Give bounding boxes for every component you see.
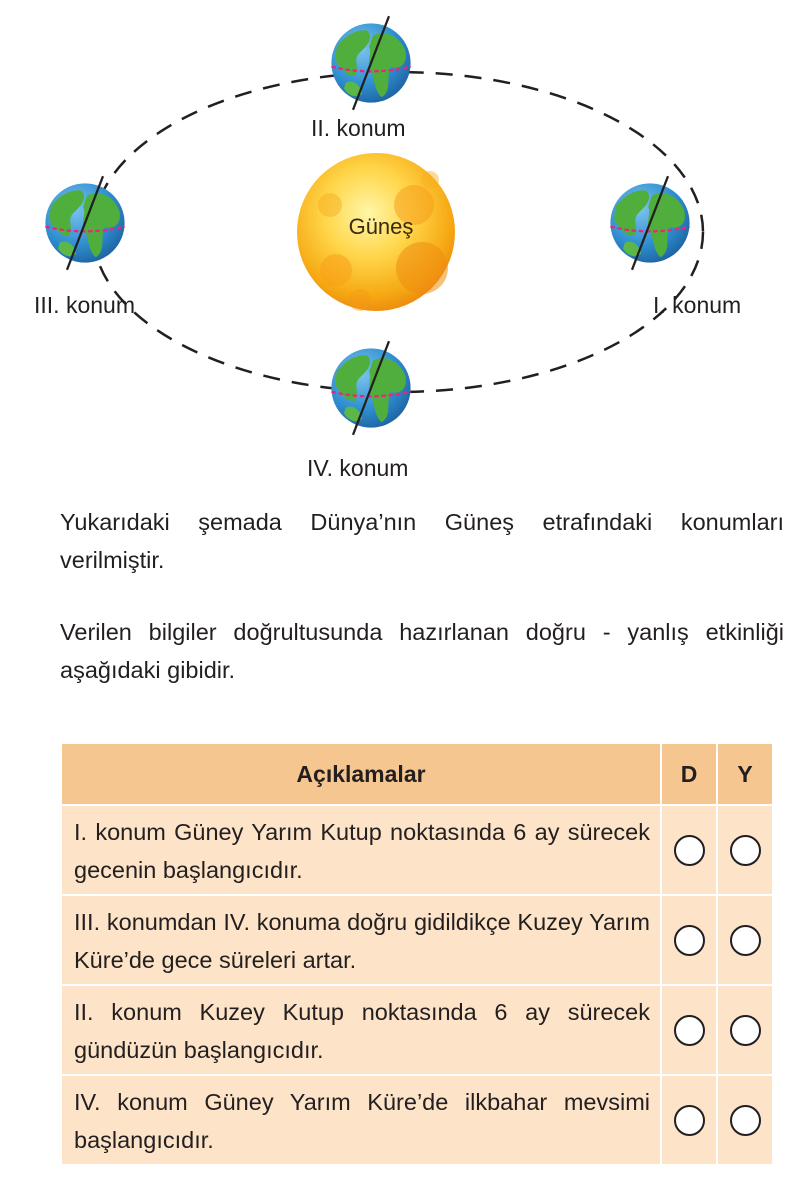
position-3-label: III. konum [34,292,135,318]
table-header-row: Açıklamalar D Y [60,742,774,806]
statement-text: III. konumdan IV. konuma doğru gidildikç… [60,894,662,986]
false-choice-circle[interactable] [729,1014,761,1046]
true-choice-circle[interactable] [673,1014,705,1046]
true-cell [660,1074,718,1166]
sun-label: Güneş [349,214,414,239]
false-cell [716,1074,774,1166]
earth-icon-position-3 [44,175,126,271]
statement-text: I. konum Güney Yarım Kutup noktasında 6 … [60,804,662,896]
earth-icon-position-4 [330,340,412,436]
earth-orbit-diagram: Güneş I. konum II. konum III. konum IV. … [34,15,741,481]
false-choice-circle[interactable] [729,924,761,956]
true-choice-circle[interactable] [673,834,705,866]
true-choice-circle[interactable] [673,1104,705,1136]
intro-paragraph: Yukarıdaki şemada Dünya’nın Güneş etrafı… [60,509,784,573]
true-header: D [660,742,718,806]
false-choice-circle[interactable] [729,834,761,866]
statement-text: II. konum Kuzey Kutup noktasında 6 ay sü… [60,984,662,1076]
position-1-label: I. konum [653,292,741,318]
statements-header: Açıklamalar [60,742,662,806]
earth-icon-position-2 [330,15,412,111]
orbit-path [91,70,705,394]
false-choice-circle[interactable] [729,1104,761,1136]
true-cell [660,984,718,1076]
true-cell [660,804,718,896]
table-row: I. konum Güney Yarım Kutup noktasında 6 … [60,804,774,896]
true-cell [660,894,718,986]
false-cell [716,984,774,1076]
sun [297,153,455,311]
instruction-paragraph: Verilen bilgiler doğrultusunda hazırlana… [60,619,784,683]
table-row: II. konum Kuzey Kutup noktasında 6 ay sü… [60,984,774,1076]
false-cell [716,804,774,896]
position-4-label: IV. konum [307,455,408,481]
false-header: Y [716,742,774,806]
true-false-table: Açıklamalar D Y I. konum Güney Yarım Kut… [60,742,774,1166]
table-row: IV. konum Güney Yarım Küre’de ilkbahar m… [60,1074,774,1166]
statement-text: IV. konum Güney Yarım Küre’de ilkbahar m… [60,1074,662,1166]
true-choice-circle[interactable] [673,924,705,956]
table-row: III. konumdan IV. konuma doğru gidildikç… [60,894,774,986]
earth-icon-position-1 [609,175,691,271]
position-2-label: II. konum [311,115,406,141]
false-cell [716,894,774,986]
